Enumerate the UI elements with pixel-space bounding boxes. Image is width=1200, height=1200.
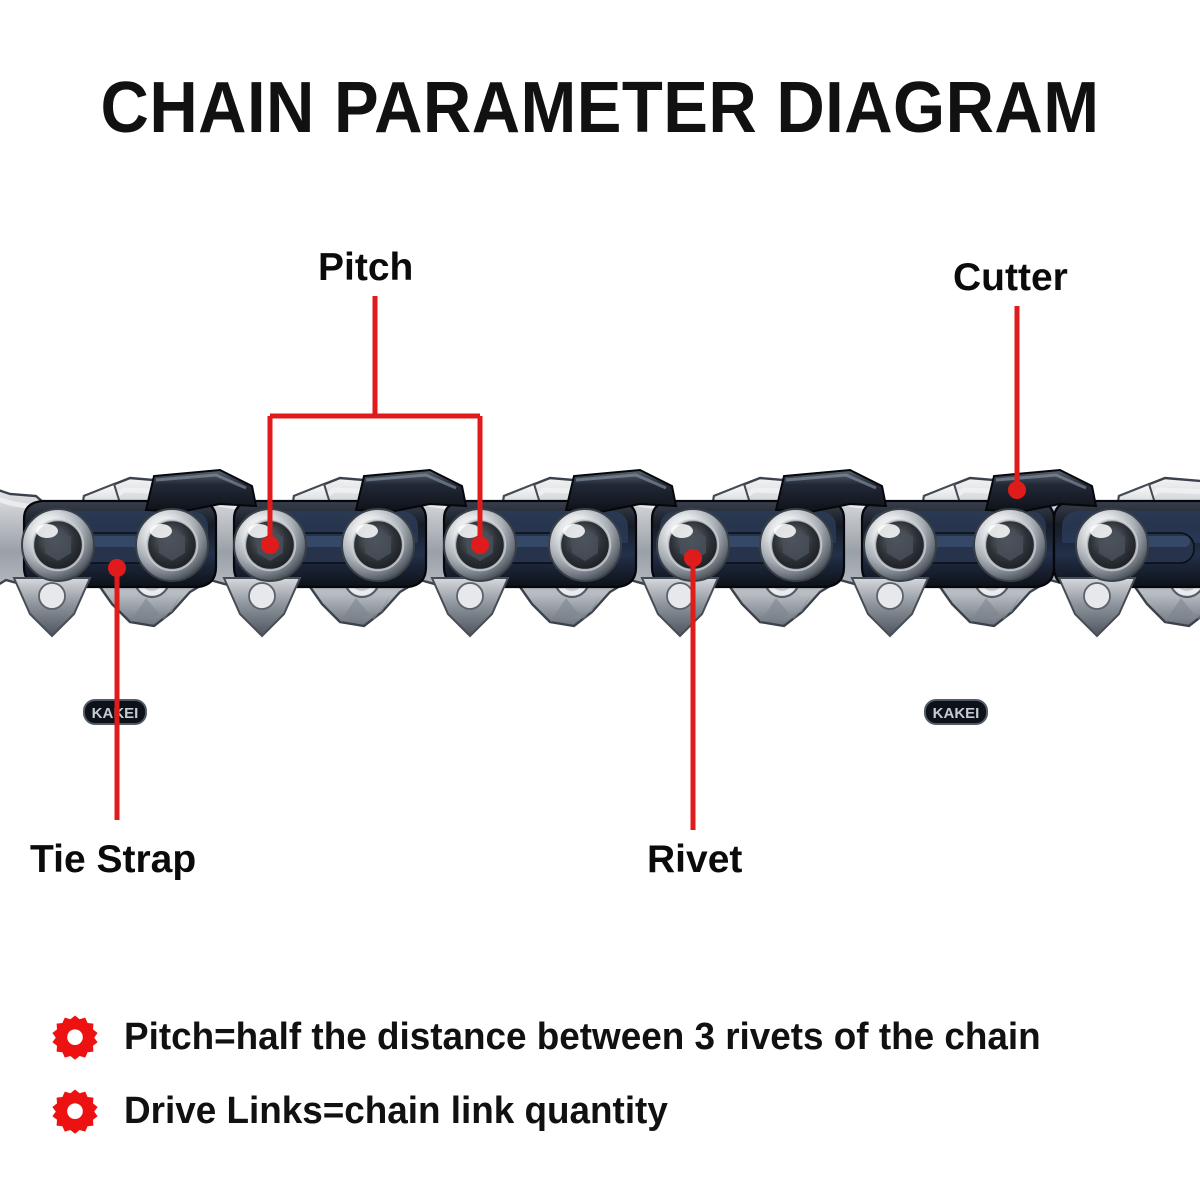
note-row: Drive Links=chain link quantity <box>52 1074 1152 1148</box>
pointer-pitch <box>261 296 489 554</box>
callout-label-rivet: Rivet <box>647 838 743 881</box>
gear-icon <box>52 1014 98 1060</box>
pointer-rivet <box>684 549 702 830</box>
brand-text: KAKEI <box>933 705 980 722</box>
note-text: Drive Links=chain link quantity <box>124 1090 668 1132</box>
chain-diagram: KAKEI KAKEI <box>0 180 1200 920</box>
note-text: Pitch=half the distance between 3 rivets… <box>124 1016 1041 1058</box>
pointer-lines <box>108 296 1026 830</box>
pointer-tie-strap <box>108 559 126 820</box>
notes-list: Pitch=half the distance between 3 rivets… <box>52 1000 1152 1148</box>
callout-label-tie-strap: Tie Strap <box>30 838 197 881</box>
callout-label-pitch: Pitch <box>318 246 414 289</box>
callout-label-cutter: Cutter <box>953 256 1068 299</box>
page-title: CHAIN PARAMETER DIAGRAM <box>100 68 1100 148</box>
pointer-cutter <box>1008 306 1026 499</box>
note-row: Pitch=half the distance between 3 rivets… <box>52 1000 1152 1074</box>
gear-icon <box>52 1088 98 1134</box>
chain-illustration: KAKEI KAKEI <box>0 468 1200 725</box>
brand-badge-right: KAKEI <box>924 699 988 725</box>
